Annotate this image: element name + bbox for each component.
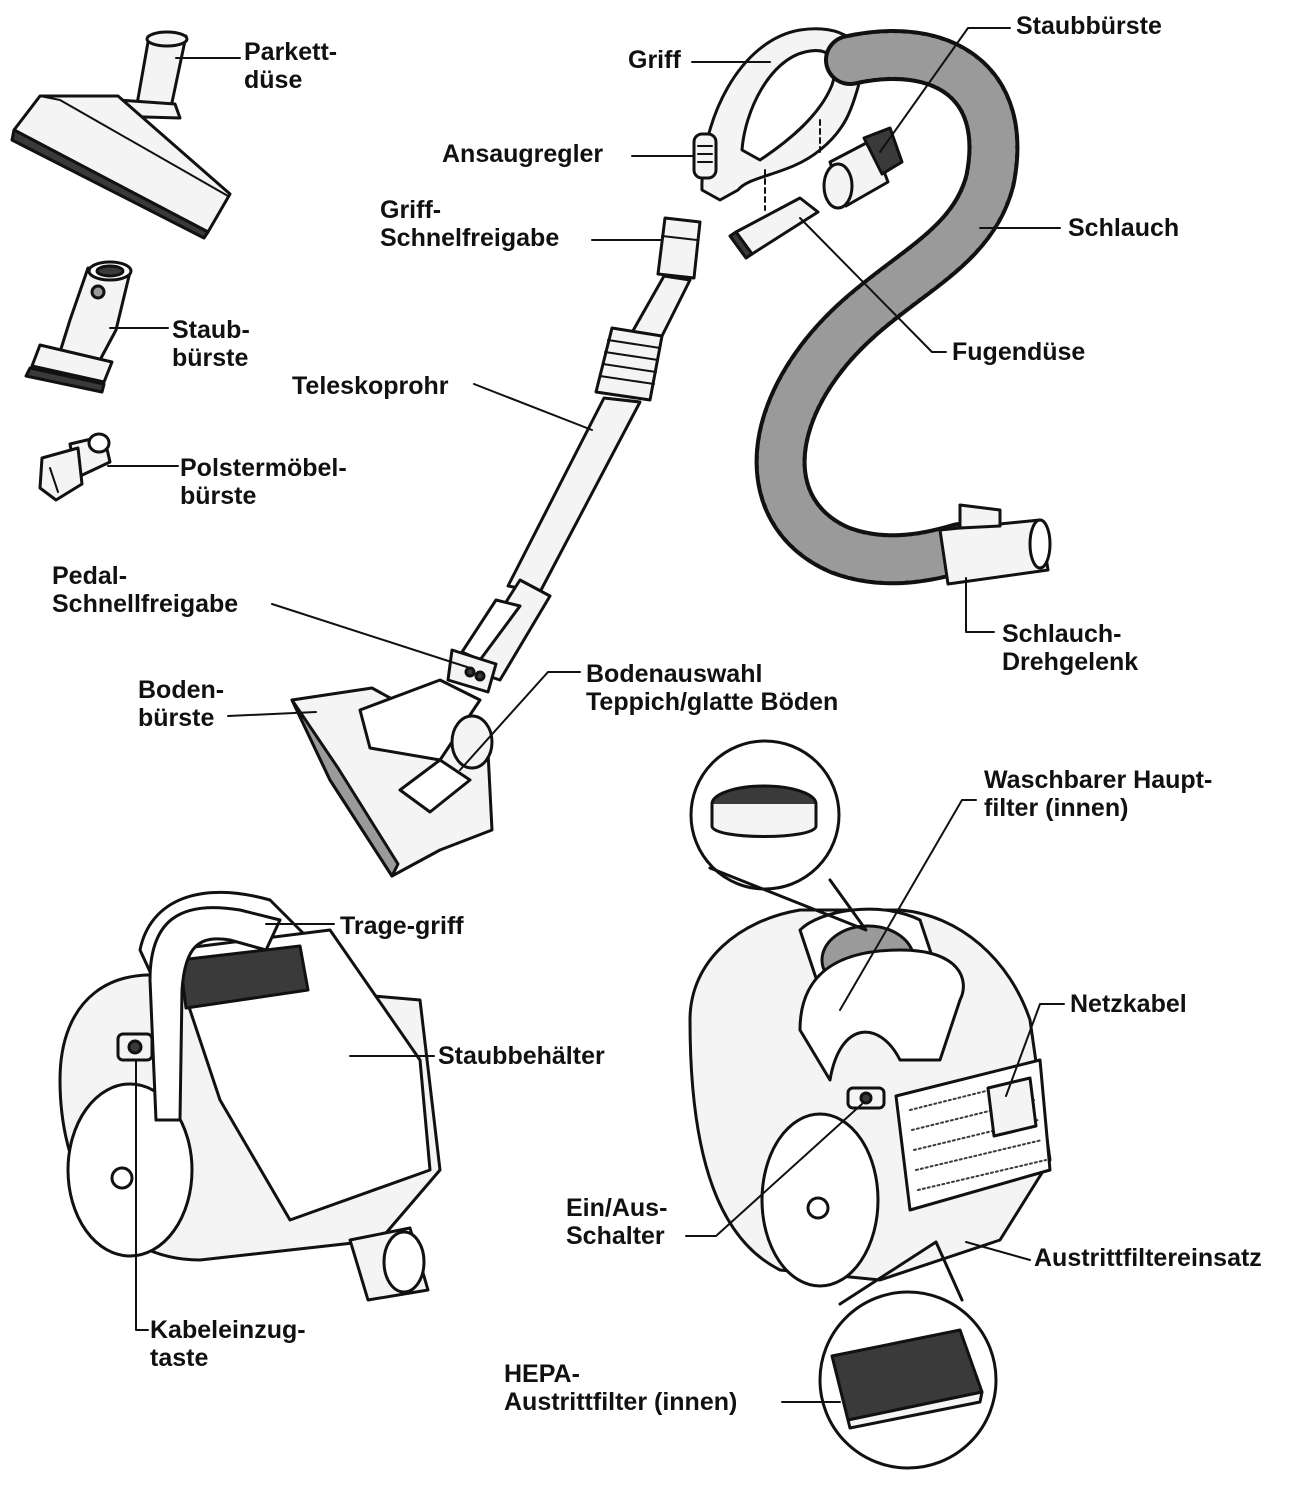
label-line: Teleskoprohr <box>292 372 449 400</box>
label-hose: Schlauch <box>1068 214 1179 242</box>
label-line: Kabeleinzug- <box>150 1316 306 1344</box>
hose-illustration <box>754 29 1052 586</box>
upholstery-brush-illustration <box>38 432 112 502</box>
label-line: filter (innen) <box>984 794 1129 822</box>
label-line: Pedal- <box>52 562 128 590</box>
label-telescopic-tube: Teleskoprohr <box>292 372 449 400</box>
label-line: Bodenauswahl <box>586 660 763 688</box>
label-washable-main-filter: Waschbarer Haupt- filter (innen) <box>984 766 1212 822</box>
label-cord-rewind-button: Kabeleinzug- taste <box>150 1316 306 1372</box>
label-handle: Griff <box>628 46 681 74</box>
small-tools-illustration <box>728 119 904 260</box>
label-dust-brush-left: Staub- bürste <box>172 316 250 372</box>
canister-right-illustration <box>688 739 1052 1470</box>
label-line: düse <box>244 66 303 94</box>
label-line: Griff- <box>380 196 442 224</box>
label-line: bürste <box>172 344 249 372</box>
label-line: Drehgelenk <box>1002 648 1139 676</box>
label-line: Waschbarer Haupt- <box>984 766 1213 794</box>
label-suction-regulator: Ansaugregler <box>442 140 603 168</box>
label-power-cord: Netzkabel <box>1070 990 1187 1018</box>
label-line: taste <box>150 1344 209 1372</box>
label-line: Schalter <box>566 1222 665 1250</box>
label-line: Griff <box>628 46 681 74</box>
label-hose-swivel: Schlauch- Drehgelenk <box>1002 620 1138 676</box>
label-line: Parkett- <box>244 38 338 66</box>
label-dust-brush-top: Staubbürste <box>1016 12 1162 40</box>
label-line: Netzkabel <box>1070 990 1187 1018</box>
parquet-nozzle-illustration <box>10 30 232 240</box>
label-line: Trage-griff <box>340 912 464 940</box>
label-line: Boden- <box>138 676 225 704</box>
label-line: Schlauch <box>1068 214 1180 242</box>
label-line: HEPA- <box>504 1360 580 1388</box>
label-line: Staub- <box>172 316 250 344</box>
label-power-switch: Ein/Aus- Schalter <box>566 1194 667 1250</box>
label-floor-brush: Boden- bürste <box>138 676 224 732</box>
label-handle-quick-release: Griff- Schnelfreigabe <box>380 196 559 252</box>
label-line: Schnellfreigabe <box>52 590 239 618</box>
label-carry-handle: Trage-griff <box>340 912 464 940</box>
label-line: Fugendüse <box>952 338 1086 366</box>
label-line: bürste <box>180 482 257 510</box>
label-line: Ansaugregler <box>442 140 604 168</box>
label-dust-container: Staubbehälter <box>438 1042 605 1070</box>
leader-lines <box>107 27 1065 1403</box>
label-pedal-quick-release: Pedal- Schnellfreigabe <box>52 562 238 618</box>
label-line: Austrittfiltereinsatz <box>1034 1244 1262 1272</box>
floor-brush-illustration <box>290 678 494 878</box>
label-line: Polstermöbel- <box>180 454 347 482</box>
label-line: bürste <box>138 704 215 732</box>
label-line: Staubbürste <box>1016 12 1162 40</box>
wand-illustration <box>446 27 864 694</box>
label-line: Schlauch- <box>1002 620 1122 648</box>
label-crevice-tool: Fugendüse <box>952 338 1085 366</box>
label-floor-selector: Bodenauswahl Teppich/glatte Böden <box>586 660 838 716</box>
label-line: Schnelfreigabe <box>380 224 560 252</box>
label-line: Staubbehälter <box>438 1042 605 1070</box>
label-exhaust-filter-insert: Austrittfiltereinsatz <box>1034 1244 1262 1272</box>
label-line: Teppich/glatte Böden <box>586 688 839 716</box>
label-parquet-nozzle: Parkett- düse <box>244 38 337 94</box>
label-upholstery-brush: Polstermöbel- bürste <box>180 454 347 510</box>
label-line: Ein/Aus- <box>566 1194 668 1222</box>
label-line: Austrittfilter (innen) <box>504 1388 738 1416</box>
canister-left-illustration <box>58 890 442 1302</box>
dust-brush-illustration <box>24 260 133 394</box>
label-hepa-exhaust-filter: HEPA- Austrittfilter (innen) <box>504 1360 737 1416</box>
